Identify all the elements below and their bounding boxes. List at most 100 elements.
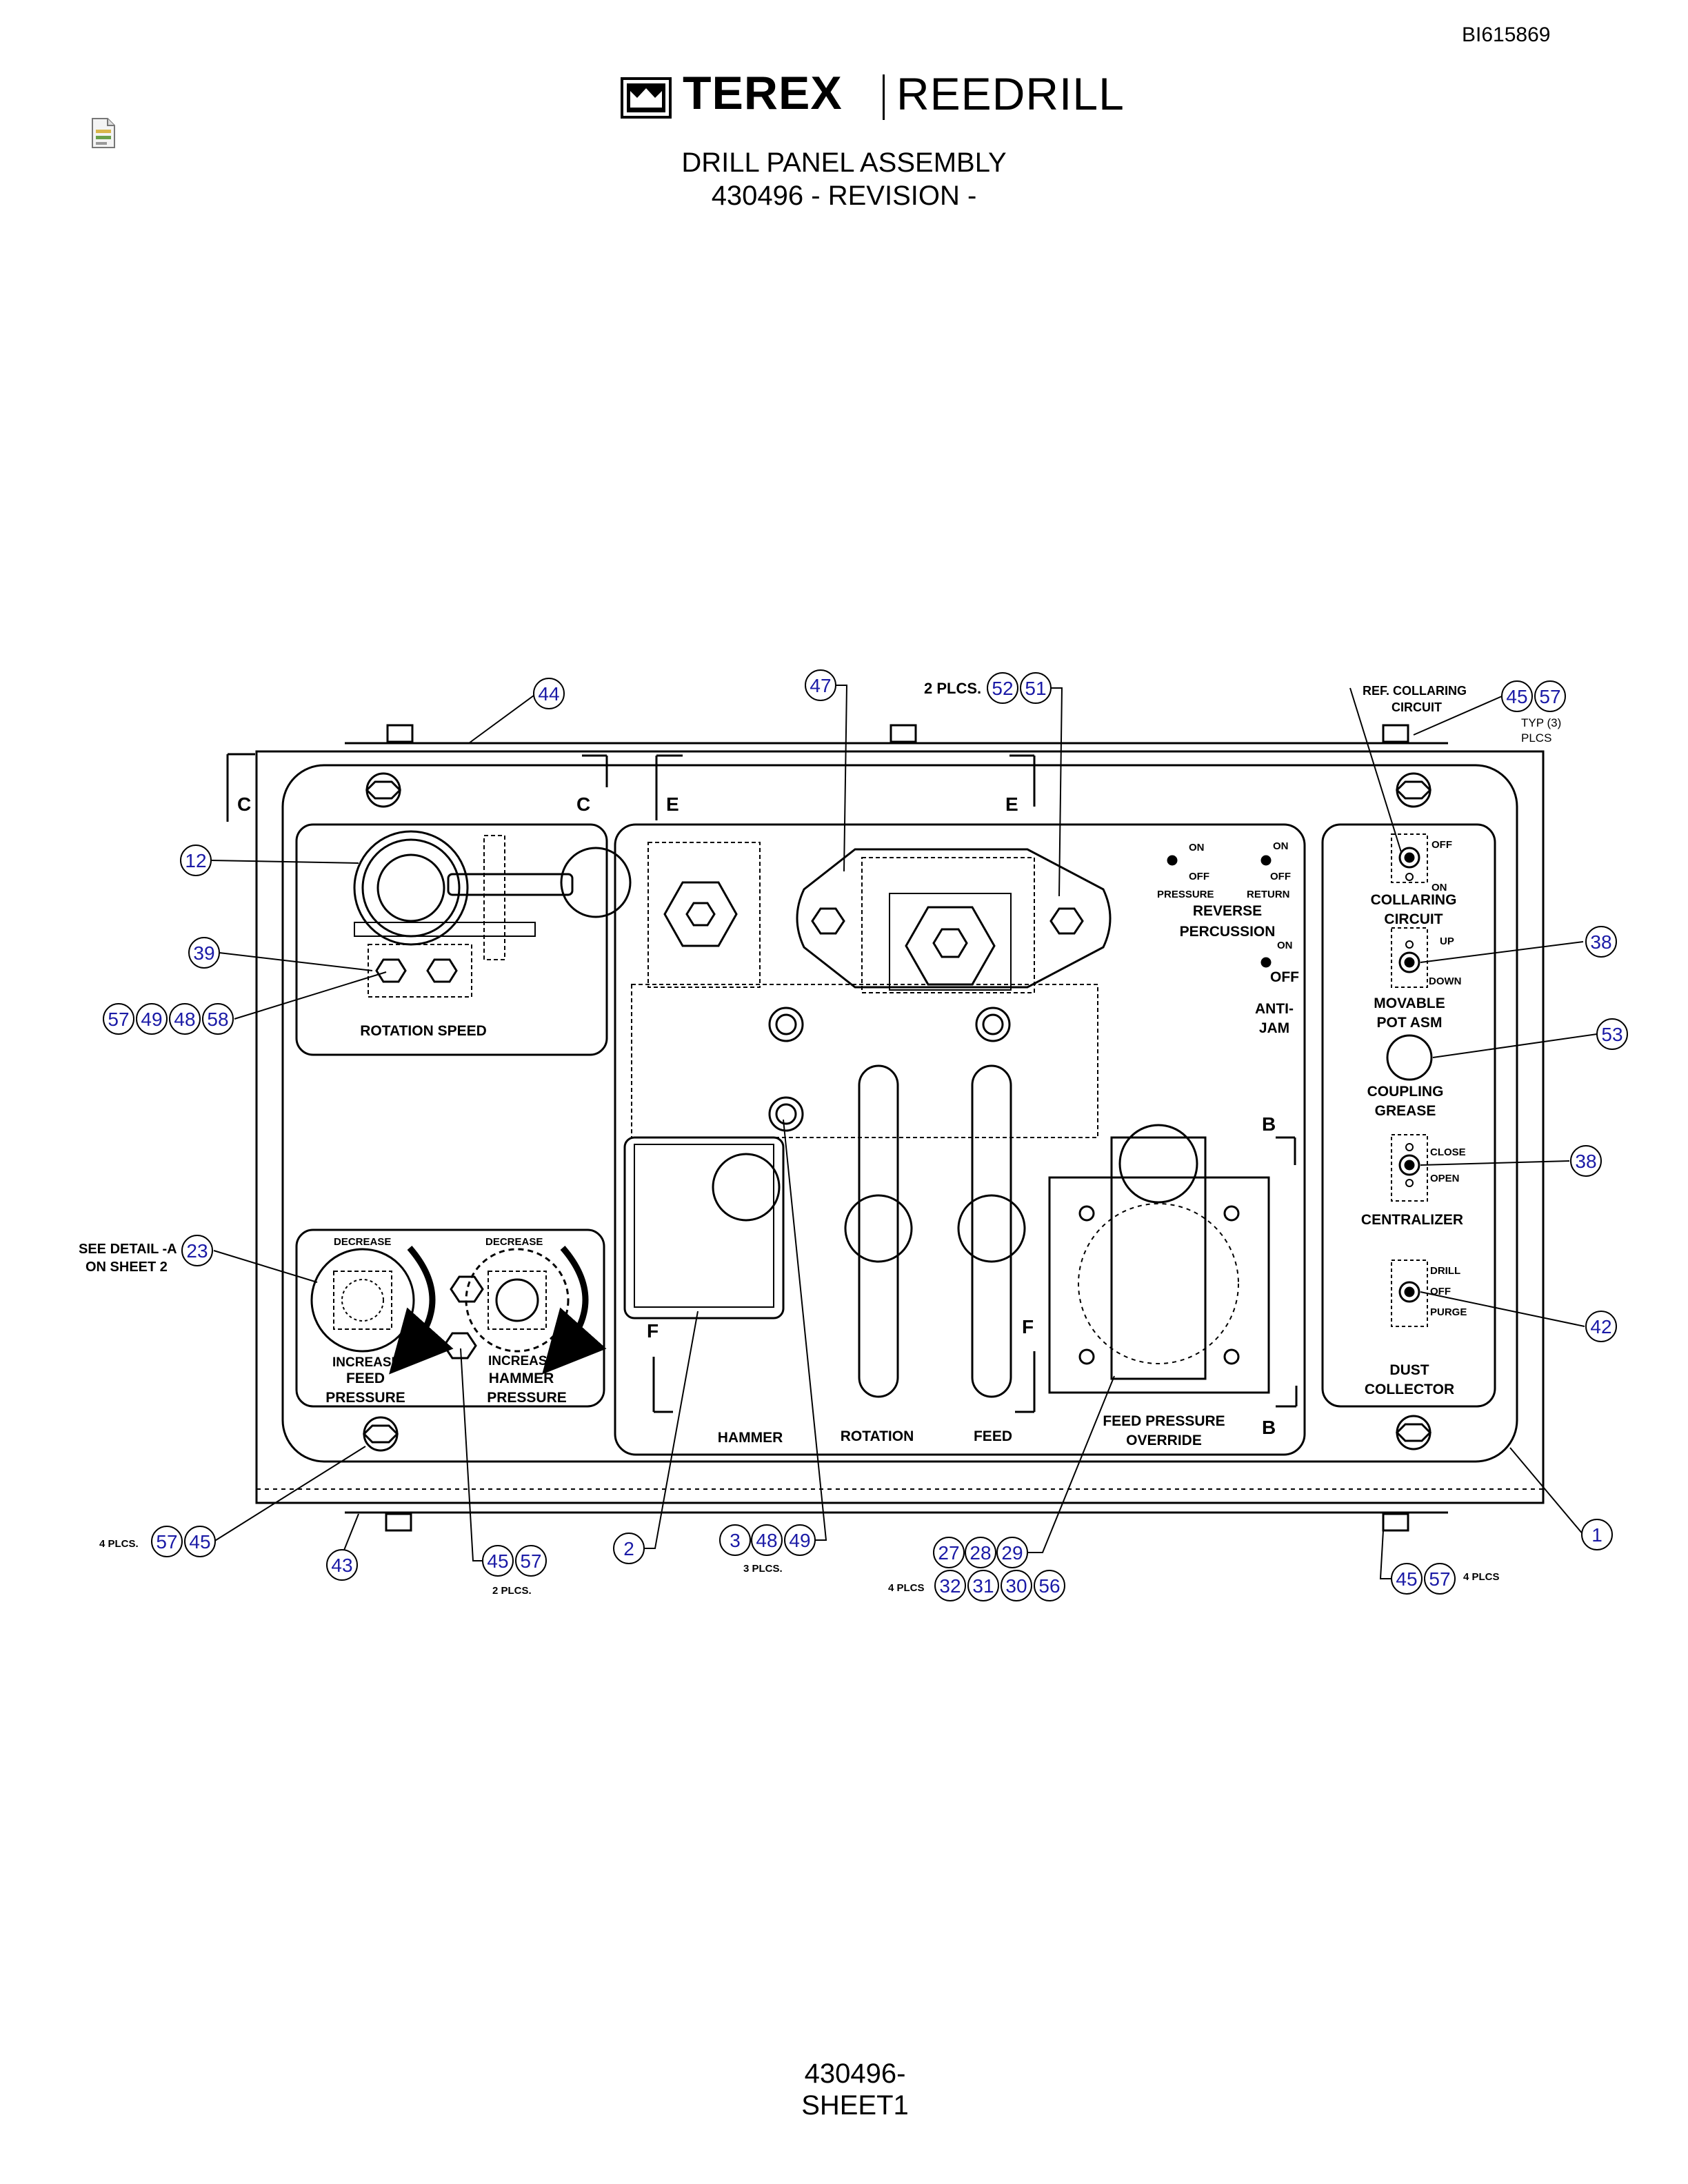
label-open: OPEN <box>1430 1173 1460 1184</box>
label-4-plcs-bottom: 4 PLCS <box>888 1582 925 1594</box>
hammer-knob[interactable] <box>712 1153 781 1222</box>
section-c-right: C <box>576 793 590 815</box>
balloon-57-br: 57 <box>1429 1568 1450 1590</box>
drawing-title: DRILL PANEL ASSEMBLY 430496 - REVISION - <box>568 146 1120 212</box>
label-reverse-percussion-1: REVERSE <box>1193 903 1262 919</box>
label-feed: FEED <box>974 1428 1012 1444</box>
balloon-57-top: 57 <box>1539 686 1560 707</box>
hammer-pressure-arrow <box>542 1246 607 1375</box>
label-off-1: OFF <box>1189 871 1209 882</box>
footer-sheet: SHEET1 <box>801 2090 909 2121</box>
label-up: UP <box>1440 936 1454 947</box>
balloon-45-bl: 45 <box>189 1531 210 1553</box>
label-rotation-speed: ROTATION SPEED <box>360 1023 487 1039</box>
label-hammer-pressure-2: PRESSURE <box>487 1390 567 1406</box>
label-feed-pressure-override-2: OVERRIDE <box>1126 1433 1202 1448</box>
balloon-27: 27 <box>938 1542 959 1564</box>
drawing-title-line1: DRILL PANEL ASSEMBLY <box>681 148 1007 178</box>
balloon-42: 42 <box>1590 1316 1611 1337</box>
balloon-49-left: 49 <box>141 1009 162 1030</box>
feed-knob[interactable] <box>957 1194 1026 1263</box>
label-decrease-feed: DECREASE <box>334 1236 391 1248</box>
label-on-2: ON <box>1273 840 1289 852</box>
label-close: CLOSE <box>1430 1146 1466 1158</box>
section-f-left: F <box>647 1320 659 1342</box>
corner-bolts <box>362 772 1432 1452</box>
label-see-detail-1: SEE DETAIL -A <box>79 1242 177 1257</box>
label-movable-pot-1: MOVABLE <box>1374 995 1445 1011</box>
section-markers: C C E E B B F F <box>237 793 1276 1438</box>
balloon-numbers: 44 47 52 51 45 57 12 39 57 49 48 58 38 5… <box>108 675 1622 1597</box>
label-typ-3-2: PLCS <box>1521 731 1551 745</box>
panel-outer-frame <box>255 750 1545 1504</box>
leader-lines <box>210 685 1598 1579</box>
pressure-subpanel <box>295 1228 605 1408</box>
label-hammer: HAMMER <box>718 1430 783 1446</box>
feed-override-knob[interactable] <box>1118 1124 1198 1204</box>
balloon-29: 29 <box>1001 1542 1023 1564</box>
label-dust-collector-2: COLLECTOR <box>1365 1382 1454 1397</box>
label-feed-pressure-override-1: FEED PRESSURE <box>1103 1413 1225 1429</box>
balloon-51: 51 <box>1025 678 1046 699</box>
label-2-plcs-bottom: 2 PLCS. <box>492 1585 532 1597</box>
balloon-30: 30 <box>1005 1575 1027 1597</box>
terex-logo-mark <box>621 77 672 122</box>
balloon-12: 12 <box>185 850 206 871</box>
section-b-bottom: B <box>1262 1417 1276 1438</box>
label-off-anti-jam: OFF <box>1270 969 1299 985</box>
coupling-grease-button[interactable] <box>1386 1034 1433 1081</box>
document-number: BI615869 <box>1462 23 1551 46</box>
label-4-plcs-left: 4 PLCS. <box>99 1538 139 1550</box>
balloon-49-bottom: 49 <box>789 1530 810 1551</box>
label-ref-collaring-1: REF. COLLARING <box>1363 684 1467 698</box>
brand-product: REEDRILL <box>896 68 1125 119</box>
label-hammer-pressure-1: HAMMER <box>489 1371 554 1386</box>
label-decrease-hammer: DECREASE <box>485 1236 543 1248</box>
label-coupling-grease-2: GREASE <box>1375 1103 1436 1119</box>
balloon-52: 52 <box>992 678 1013 699</box>
override-valve-body <box>796 848 1112 989</box>
balloon-48-left: 48 <box>174 1009 195 1030</box>
section-e-right: E <box>1005 793 1018 815</box>
label-increase-feed: INCREASE <box>332 1355 400 1370</box>
mount-bolts <box>385 724 1409 1532</box>
document-icon[interactable] <box>90 117 117 152</box>
label-on-collaring: ON <box>1431 882 1447 893</box>
label-on-1: ON <box>1189 842 1205 853</box>
label-collaring-circuit-1: COLLARING <box>1371 892 1457 908</box>
label-down: DOWN <box>1429 975 1462 987</box>
balloon-1: 1 <box>1591 1524 1602 1546</box>
balloon-47: 47 <box>810 675 831 696</box>
label-drill: DRILL <box>1430 1265 1460 1277</box>
main-control-subpanel <box>614 823 1306 1456</box>
label-coupling-grease-1: COUPLING <box>1367 1084 1444 1100</box>
balloon-44: 44 <box>538 683 559 705</box>
label-off-dust: OFF <box>1430 1286 1451 1297</box>
balloon-45-mid: 45 <box>487 1550 508 1572</box>
label-purge: PURGE <box>1430 1306 1467 1318</box>
label-collaring-circuit-2: CIRCUIT <box>1384 911 1443 927</box>
rotation-speed-lever-knob[interactable] <box>560 847 632 918</box>
label-3-plcs: 3 PLCS. <box>743 1563 783 1575</box>
label-pressure: PRESSURE <box>1157 889 1214 900</box>
label-rotation: ROTATION <box>841 1428 914 1444</box>
hammer-pressure-knob[interactable] <box>465 1248 570 1353</box>
label-see-detail-2: ON SHEET 2 <box>86 1260 168 1275</box>
section-b-top: B <box>1262 1113 1276 1135</box>
balloon-48-bottom: 48 <box>756 1530 777 1551</box>
balloon-56: 56 <box>1038 1575 1060 1597</box>
part-balloons <box>103 669 1628 1601</box>
balloon-57-mid: 57 <box>520 1550 541 1572</box>
label-anti-jam-2: JAM <box>1259 1020 1289 1036</box>
label-off-collaring: OFF <box>1431 839 1452 851</box>
panel-labels: ROTATION SPEED HAMMER ROTATION FEED FEED… <box>325 892 1463 1448</box>
feed-pressure-knob[interactable] <box>310 1248 415 1353</box>
feed-slot <box>971 1064 1012 1398</box>
rotation-speed-subpanel <box>295 823 608 1056</box>
panel-face <box>281 764 1518 1463</box>
rotation-slot <box>858 1064 899 1398</box>
rotation-knob[interactable] <box>844 1194 913 1263</box>
label-dust-collector-1: DUST <box>1389 1362 1429 1378</box>
balloon-57-bl: 57 <box>156 1531 177 1553</box>
